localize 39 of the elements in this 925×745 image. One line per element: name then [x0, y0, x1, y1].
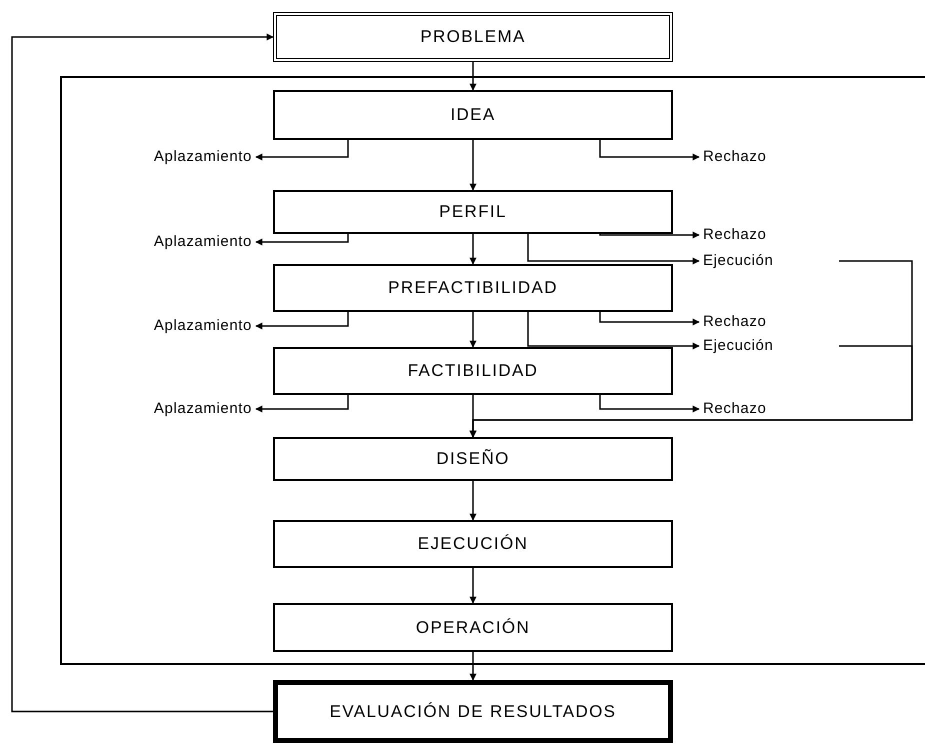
branch-label: Ejecución: [703, 336, 833, 356]
process-box: EJECUCIÓN: [273, 520, 673, 568]
arrow: [470, 234, 476, 265]
arrow: [527, 312, 700, 350]
arrow: [255, 395, 349, 412]
arrow: [599, 140, 700, 160]
arrow: [470, 481, 476, 521]
process-box: OPERACIÓN: [273, 603, 673, 652]
process-box: DISEÑO: [273, 437, 673, 481]
arrow: [255, 140, 349, 160]
arrow: [527, 234, 700, 264]
branch-label: Aplazamiento: [84, 232, 252, 252]
branch-label: Rechazo: [703, 312, 803, 332]
branch-label: Rechazo: [703, 225, 803, 245]
arrow: [470, 568, 476, 604]
arrow: [470, 345, 913, 438]
branch-label: Rechazo: [703, 399, 803, 419]
arrow: [599, 312, 700, 326]
branch-label: Ejecución: [703, 251, 833, 271]
arrow: [599, 395, 700, 412]
process-box: PREFACTIBILIDAD: [273, 264, 673, 312]
branch-label: Aplazamiento: [84, 316, 252, 336]
arrow: [470, 140, 476, 191]
process-box: FACTIBILIDAD: [273, 347, 673, 395]
arrow: [255, 312, 349, 330]
process-box: PROBLEMA: [273, 12, 673, 62]
branch-label: Rechazo: [703, 147, 803, 167]
arrow: [11, 34, 274, 712]
branch-label: Aplazamiento: [84, 147, 252, 167]
process-box: PERFIL: [273, 190, 673, 234]
arrow: [599, 232, 700, 238]
frame-box: [60, 76, 925, 665]
arrow: [255, 234, 349, 246]
arrow: [470, 312, 476, 348]
process-box: EVALUACIÓN DE RESULTADOS: [273, 680, 673, 743]
arrow: [470, 62, 476, 91]
branch-label: Aplazamiento: [84, 399, 252, 419]
process-box: IDEA: [273, 90, 673, 140]
arrow: [470, 652, 476, 681]
